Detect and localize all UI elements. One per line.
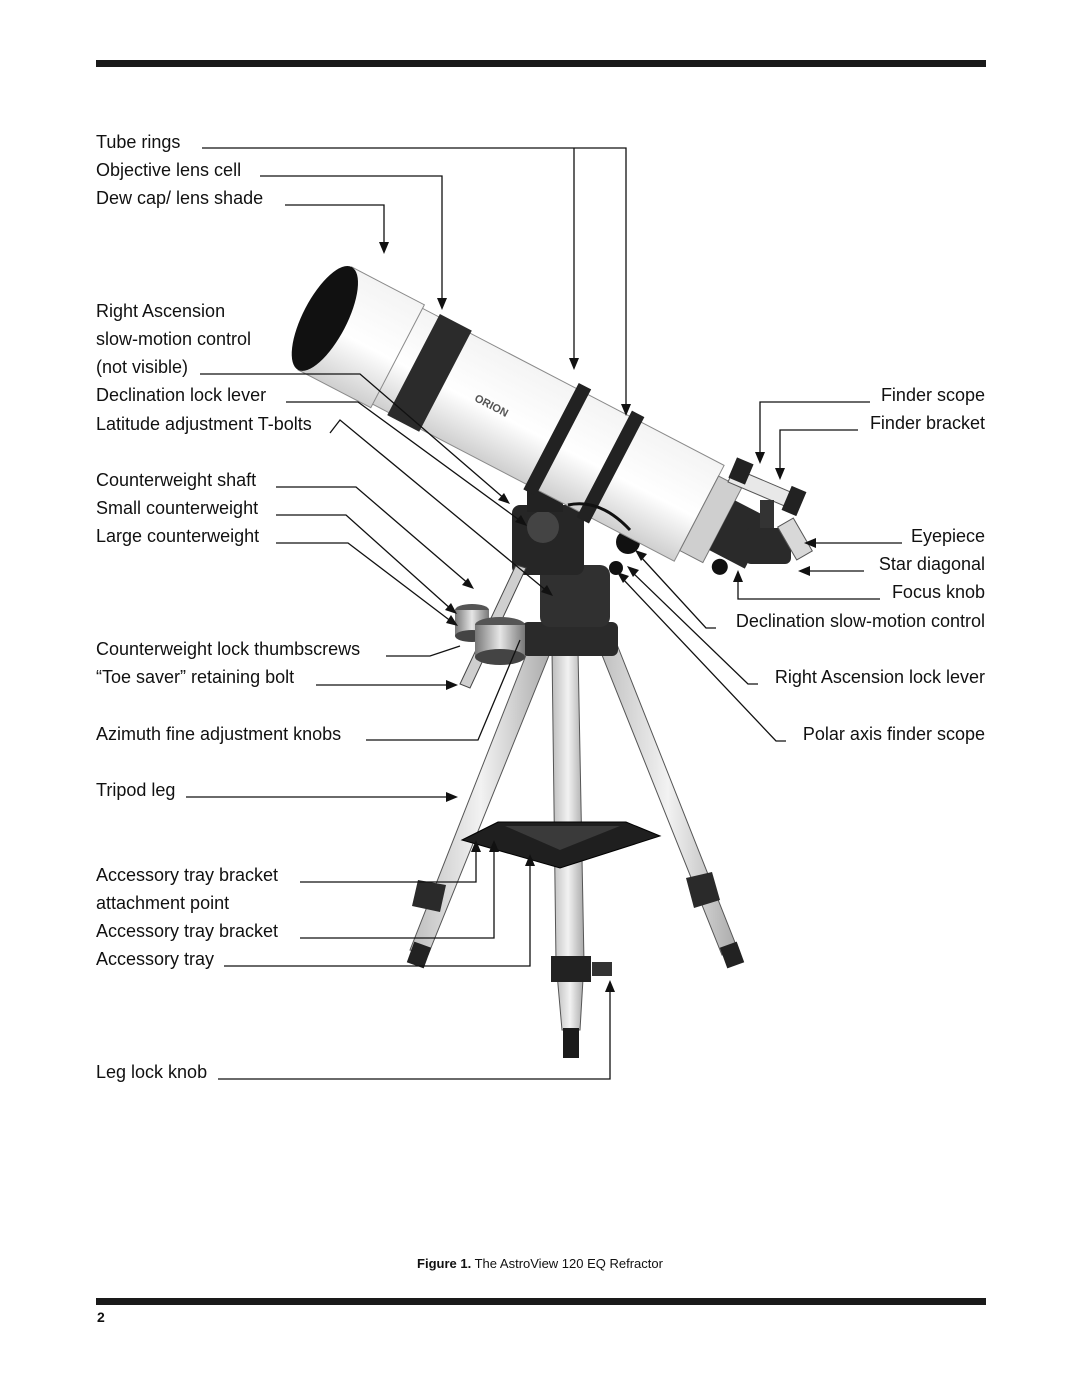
figure-caption: Figure 1. The AstroView 120 EQ Refractor <box>0 1256 1080 1271</box>
label-azimuth-knobs: Azimuth fine adjustment knobs <box>96 724 342 744</box>
label-accessory-tray-bracket-1: Accessory tray bracket <box>96 865 279 885</box>
figure-number: Figure 1. <box>417 1256 472 1271</box>
tripod-head <box>522 622 618 656</box>
label-eyepiece: Eyepiece <box>910 526 985 546</box>
label-latitude-adjustment: Latitude adjustment T-bolts <box>96 414 312 434</box>
label-dew-cap: Dew cap/ lens shade <box>96 188 264 208</box>
figure-title: The AstroView 120 EQ Refractor <box>474 1256 663 1271</box>
label-not-visible: (not visible) <box>96 357 189 377</box>
label-focus-knob: Focus knob <box>891 582 985 602</box>
tube-ring-1 <box>523 382 592 496</box>
label-right-ascension: Right Ascension <box>96 301 226 321</box>
label-tube-rings: Tube rings <box>96 132 181 152</box>
page-number: 2 <box>97 1309 105 1325</box>
label-objective-lens-cell: Objective lens cell <box>96 160 242 180</box>
tripod-leg-center <box>551 649 585 963</box>
label-finder-scope: Finder scope <box>880 385 985 405</box>
label-declination-slow-motion: Declination slow-motion control <box>735 611 985 631</box>
label-counterweight-lock-thumbscrews: Counterweight lock thumbscrews <box>96 639 361 659</box>
label-slow-motion-control: slow-motion control <box>96 329 252 349</box>
label-tripod-leg: Tripod leg <box>96 780 176 800</box>
label-large-counterweight: Large counterweight <box>96 526 260 546</box>
equatorial-mount <box>540 565 610 627</box>
star-diagonal <box>745 517 813 564</box>
objective-lens-cell <box>387 314 472 432</box>
label-leg-lock-knob: Leg lock knob <box>96 1062 208 1082</box>
label-accessory-tray-bracket-2: Accessory tray bracket <box>96 921 279 941</box>
label-accessory-tray: Accessory tray <box>96 949 215 969</box>
label-declination-lock-lever: Declination lock lever <box>96 385 267 405</box>
label-finder-bracket: Finder bracket <box>869 413 985 433</box>
label-toe-saver: “Toe saver” retaining bolt <box>96 667 295 687</box>
label-polar-axis-finder: Polar axis finder scope <box>802 724 985 744</box>
label-ra-lock-lever: Right Ascension lock lever <box>774 667 985 687</box>
label-counterweight-shaft: Counterweight shaft <box>96 470 257 490</box>
label-attachment-point: attachment point <box>96 893 230 913</box>
bottom-rule <box>96 1298 986 1305</box>
counterweights <box>455 604 525 665</box>
leg-lock-clamp <box>551 956 591 982</box>
finder-scope <box>727 457 807 528</box>
optical-tube: ORION <box>291 265 771 575</box>
tripod-leg-right <box>597 641 739 956</box>
label-small-counterweight: Small counterweight <box>96 498 259 518</box>
label-star-diagonal: Star diagonal <box>878 554 985 574</box>
top-rule <box>96 60 986 67</box>
tube-ring-2 <box>576 410 645 524</box>
